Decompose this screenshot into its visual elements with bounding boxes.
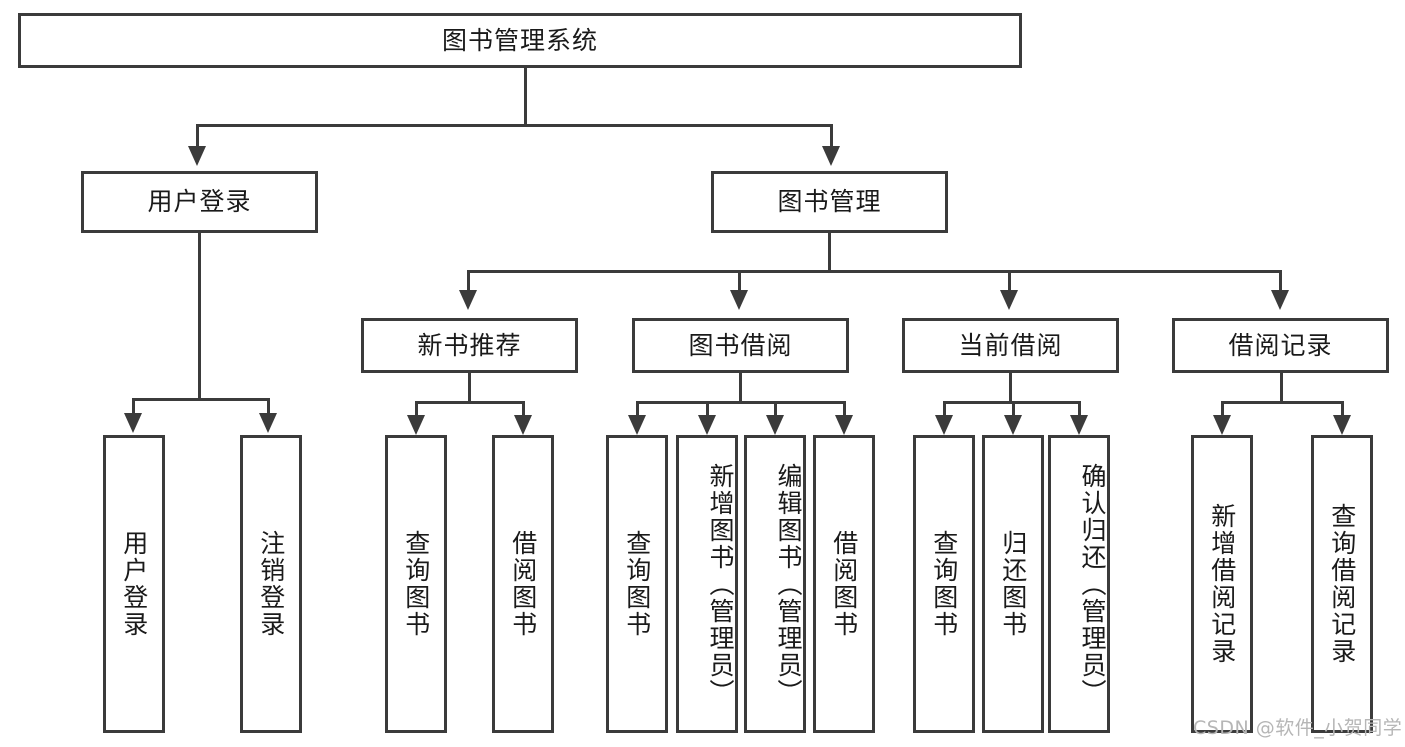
node-new-book-recommend[interactable]: 新书推荐 bbox=[361, 318, 578, 373]
leaf-user-login-1[interactable]: 用户登录 bbox=[103, 435, 165, 733]
leaf-book-borrow-4[interactable]: 借阅图书 bbox=[813, 435, 875, 733]
arrowhead-root-to-book-manage bbox=[822, 146, 840, 166]
leaf-current-borrow-3[interactable]: 确认归还（管理员） bbox=[1048, 435, 1110, 733]
node-label: 查询图书 bbox=[929, 530, 959, 638]
node-label: 当前借阅 bbox=[958, 330, 1063, 360]
edge-user-login-bus bbox=[132, 398, 270, 401]
node-label: 新增借阅记录 bbox=[1207, 503, 1237, 665]
node-label: 编辑图书（管理员） bbox=[774, 462, 803, 706]
edge-borrow-record-drop-2 bbox=[1341, 401, 1344, 417]
leaf-current-borrow-1[interactable]: 查询图书 bbox=[913, 435, 975, 733]
node-label: 新书推荐 bbox=[417, 330, 522, 360]
edge-book-manage-drop-3 bbox=[1008, 270, 1011, 292]
edge-user-login-stem bbox=[198, 233, 201, 400]
edge-book-manage-drop-2 bbox=[738, 270, 741, 292]
edge-book-borrow-drop-4 bbox=[843, 401, 846, 417]
node-label: 查询借阅记录 bbox=[1327, 503, 1357, 665]
node-label: 用户登录 bbox=[147, 187, 252, 217]
arrowhead-borrow-record-leaf-2 bbox=[1333, 415, 1351, 435]
arrowhead-to-borrow-record bbox=[1271, 290, 1289, 310]
edge-book-manage-drop-1 bbox=[467, 270, 470, 292]
leaf-book-borrow-1[interactable]: 查询图书 bbox=[606, 435, 668, 733]
edge-borrow-record-bus bbox=[1221, 401, 1344, 404]
node-label: 查询图书 bbox=[622, 530, 652, 638]
arrowhead-book-borrow-leaf-4 bbox=[835, 415, 853, 435]
node-label: 注销登录 bbox=[256, 530, 286, 638]
arrowhead-user-login-leaf-2 bbox=[259, 413, 277, 433]
edge-root-drop-right bbox=[830, 124, 833, 149]
node-label: 查询图书 bbox=[401, 530, 431, 638]
leaf-book-borrow-3[interactable]: 编辑图书（管理员） bbox=[744, 435, 806, 733]
leaf-borrow-record-1[interactable]: 新增借阅记录 bbox=[1191, 435, 1253, 733]
edge-new-book-drop-2 bbox=[522, 401, 525, 417]
arrowhead-to-book-borrow bbox=[730, 290, 748, 310]
node-root-system[interactable]: 图书管理系统 bbox=[18, 13, 1022, 68]
edge-book-borrow-drop-3 bbox=[774, 401, 777, 417]
edge-user-login-drop-2 bbox=[267, 398, 270, 416]
edge-new-book-stem bbox=[468, 373, 471, 403]
leaf-current-borrow-2[interactable]: 归还图书 bbox=[982, 435, 1044, 733]
node-label: 确认归还（管理员） bbox=[1078, 462, 1107, 706]
arrowhead-current-borrow-leaf-3 bbox=[1070, 415, 1088, 435]
edge-new-book-drop-1 bbox=[415, 401, 418, 417]
leaf-user-login-2[interactable]: 注销登录 bbox=[240, 435, 302, 733]
node-label: 用户登录 bbox=[119, 530, 149, 638]
arrowhead-new-book-leaf-2 bbox=[514, 415, 532, 435]
edge-current-borrow-drop-3 bbox=[1078, 401, 1081, 417]
node-label: 图书管理系统 bbox=[441, 25, 598, 55]
node-label: 图书借阅 bbox=[688, 330, 793, 360]
edge-current-borrow-drop-2 bbox=[1012, 401, 1015, 417]
edge-new-book-bus bbox=[415, 401, 525, 404]
edge-root-bus bbox=[196, 124, 833, 127]
edge-root-stem bbox=[524, 68, 527, 124]
arrowhead-new-book-leaf-1 bbox=[407, 415, 425, 435]
node-borrow-record[interactable]: 借阅记录 bbox=[1172, 318, 1389, 373]
arrowhead-current-borrow-leaf-1 bbox=[935, 415, 953, 435]
node-label: 借阅记录 bbox=[1228, 330, 1333, 360]
leaf-new-book-recommend-2[interactable]: 借阅图书 bbox=[492, 435, 554, 733]
arrowhead-book-borrow-leaf-2 bbox=[698, 415, 716, 435]
node-label: 归还图书 bbox=[998, 530, 1028, 638]
edge-current-borrow-stem bbox=[1009, 373, 1012, 403]
edge-current-borrow-drop-1 bbox=[943, 401, 946, 417]
edge-book-borrow-drop-1 bbox=[636, 401, 639, 417]
leaf-new-book-recommend-1[interactable]: 查询图书 bbox=[385, 435, 447, 733]
edge-book-borrow-stem bbox=[739, 373, 742, 403]
node-label: 图书管理 bbox=[777, 187, 882, 217]
edge-book-borrow-bus bbox=[636, 401, 845, 404]
edge-current-borrow-bus bbox=[943, 401, 1080, 404]
node-label: 新增图书（管理员） bbox=[706, 462, 735, 706]
arrowhead-to-new-book-recommend bbox=[459, 290, 477, 310]
leaf-book-borrow-2[interactable]: 新增图书（管理员） bbox=[676, 435, 738, 733]
arrowhead-book-borrow-leaf-1 bbox=[628, 415, 646, 435]
csdn-watermark: CSDN @软件_小贺同学 bbox=[1193, 717, 1403, 739]
edge-user-login-drop-1 bbox=[132, 398, 135, 416]
arrowhead-current-borrow-leaf-2 bbox=[1004, 415, 1022, 435]
edge-book-borrow-drop-2 bbox=[706, 401, 709, 417]
node-label: 借阅图书 bbox=[508, 530, 538, 638]
edge-borrow-record-drop-1 bbox=[1221, 401, 1224, 417]
edge-root-drop-left bbox=[196, 124, 199, 149]
edge-book-manage-stem bbox=[828, 233, 831, 272]
node-label: 借阅图书 bbox=[829, 530, 859, 638]
edge-book-manage-bus bbox=[467, 270, 1282, 273]
node-book-manage[interactable]: 图书管理 bbox=[711, 171, 948, 233]
arrowhead-borrow-record-leaf-1 bbox=[1213, 415, 1231, 435]
arrowhead-book-borrow-leaf-3 bbox=[766, 415, 784, 435]
arrowhead-user-login-leaf-1 bbox=[124, 413, 142, 433]
node-book-borrow[interactable]: 图书借阅 bbox=[632, 318, 849, 373]
node-current-borrow[interactable]: 当前借阅 bbox=[902, 318, 1119, 373]
arrowhead-root-to-user-login bbox=[188, 146, 206, 166]
arrowhead-to-current-borrow bbox=[1000, 290, 1018, 310]
edge-book-manage-drop-4 bbox=[1279, 270, 1282, 292]
leaf-borrow-record-2[interactable]: 查询借阅记录 bbox=[1311, 435, 1373, 733]
node-user-login[interactable]: 用户登录 bbox=[81, 171, 318, 233]
edge-borrow-record-stem bbox=[1280, 373, 1283, 403]
